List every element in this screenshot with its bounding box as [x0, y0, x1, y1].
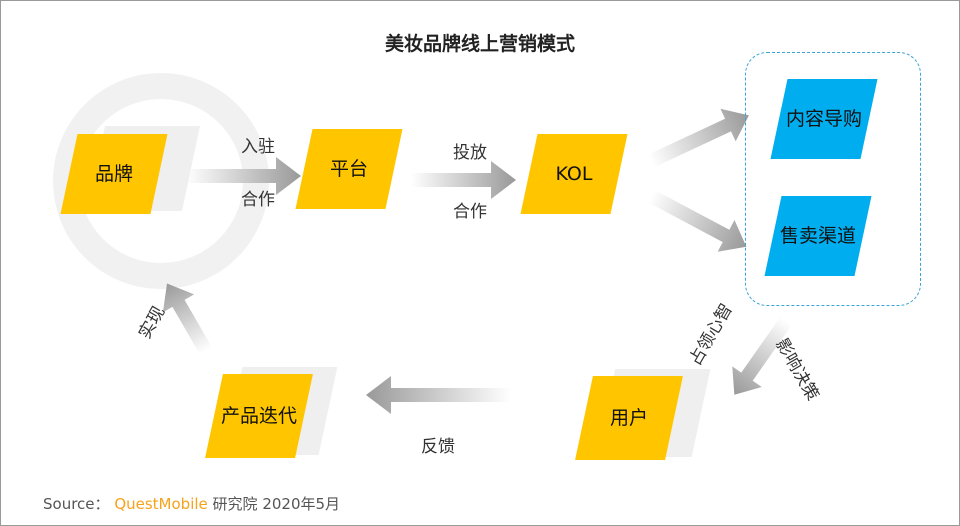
label-cooperate-1: 合作	[241, 190, 275, 210]
arrow-platform-kol	[411, 161, 516, 199]
source-note: Source： QuestMobile 研究院 2020年5月	[43, 495, 341, 513]
node-product-iteration: 产品迭代	[205, 374, 313, 458]
arrow-product-brand	[162, 283, 213, 355]
node-kol: KOL	[520, 134, 628, 214]
label-feedback: 反馈	[421, 437, 455, 457]
diagram-title: 美妆品牌线上营销模式	[384, 33, 575, 55]
label-enter: 入驻	[241, 137, 275, 157]
node-content-shopping: 内容导购	[770, 79, 878, 159]
arrow-kol-content	[648, 108, 749, 168]
node-platform: 平台	[295, 129, 403, 209]
arrow-user-product	[366, 376, 511, 414]
channel-group-box	[745, 52, 921, 306]
arrow-kol-sales	[647, 189, 747, 252]
arrow-channel-user	[732, 316, 792, 395]
label-invest: 投放	[453, 143, 487, 163]
node-sales-channel: 售卖渠道	[764, 196, 872, 276]
node-user: 用户	[575, 376, 683, 460]
label-cooperate-2: 合作	[453, 202, 487, 222]
arrow-brand-platform	[186, 157, 301, 195]
node-brand: 品牌	[60, 134, 168, 214]
